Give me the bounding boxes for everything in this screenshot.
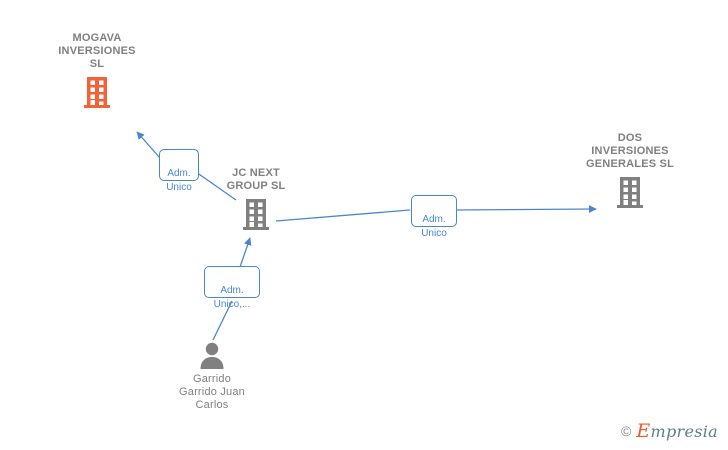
edge-jcnext-mogava — [136, 131, 237, 201]
edge-label-jcnext-mogava-text: Adm. Unico — [166, 168, 192, 193]
empresia-logo-initial: E — [636, 420, 651, 442]
edge-jcnext-dos — [275, 205, 597, 222]
building-icon — [617, 177, 643, 208]
empresia-logo: Empresia — [636, 420, 718, 442]
building-icon — [243, 199, 269, 230]
edge-label-jcnext-mogava[interactable]: Adm. Unico — [159, 149, 199, 193]
empresia-watermark: © Empresia — [621, 420, 718, 442]
edge-label-garrido-jcnext[interactable]: Adm. Unico,... — [204, 266, 260, 310]
node-dos[interactable]: DOS INVERSIONES GENERALES SL — [565, 132, 695, 209]
edge-label-garrido-jcnext-text: Adm. Unico,... — [213, 285, 251, 310]
empresia-logo-rest: mpresia — [650, 422, 718, 441]
edge-label-jcnext-dos-text: Adm. Unico — [421, 214, 447, 239]
node-garrido-label: Garrido Garrido Juan Carlos — [179, 373, 245, 411]
edge-garrido-jcnext — [212, 237, 252, 341]
node-jcnext-label: JC NEXT GROUP SL — [226, 167, 286, 192]
node-garrido[interactable]: Garrido Garrido Juan Carlos — [147, 337, 277, 412]
node-mogava[interactable]: MOGAVA INVERSIONES SL — [32, 32, 162, 109]
building-icon — [84, 77, 110, 108]
copyright-icon: © — [621, 423, 632, 439]
person-icon — [200, 342, 224, 369]
node-jcnext[interactable]: JC NEXT GROUP SL — [191, 167, 321, 231]
node-dos-label: DOS INVERSIONES GENERALES SL — [586, 132, 674, 170]
edge-label-jcnext-dos[interactable]: Adm. Unico — [411, 195, 457, 239]
node-mogava-label: MOGAVA INVERSIONES SL — [58, 32, 136, 70]
